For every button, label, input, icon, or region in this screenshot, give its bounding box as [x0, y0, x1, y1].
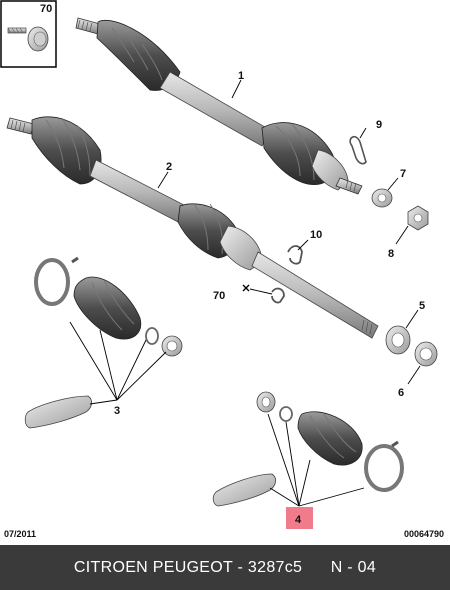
clamp-ring-small: [145, 327, 159, 345]
clamp-band-large-4: [364, 444, 404, 492]
boot-body: [73, 276, 142, 340]
seal-part-5: [385, 309, 419, 355]
callout-3: 3: [114, 405, 120, 417]
callout-5: 5: [419, 300, 425, 312]
lower-driveshaft: [6, 116, 379, 339]
clip-part-10: [287, 239, 309, 265]
grease-sachet-4: [212, 473, 276, 507]
boot-kit-part-4: [212, 391, 404, 507]
washer-part-7: [371, 177, 399, 208]
clamp-ring-small-4: [279, 406, 293, 422]
callout-2: 2: [166, 161, 172, 173]
reference-code: 00064790: [403, 529, 444, 539]
boot-body-4: [297, 411, 363, 466]
callout-70-inset: 70: [40, 3, 52, 15]
circlip-part-9: [349, 127, 367, 165]
grease-sachet: [24, 395, 92, 429]
upper-driveshaft: [75, 17, 363, 195]
highlight-box-part-4: [286, 507, 313, 529]
clamp-band-large: [34, 258, 70, 306]
callout-10: 10: [310, 229, 322, 241]
exploded-parts-diagram: 70 1 2 9: [0, 0, 438, 529]
callout-70-body: 70: [213, 290, 225, 302]
footer-bar: CITROEN PEUGEOT - 3287c5 N - 04: [0, 545, 450, 590]
ring-part-6: [407, 341, 438, 385]
callout-4: 4: [295, 514, 302, 526]
inset-box-bolt: 70: [0, 0, 57, 68]
bolt-icon: [7, 26, 49, 52]
boot-kit-part-3: [24, 256, 183, 429]
date-code: 07/2011: [4, 529, 37, 539]
footer-caption: CITROEN PEUGEOT - 3287c5 N - 04: [73, 558, 377, 576]
callout-1: 1: [238, 70, 244, 82]
bolt-part-70: [242, 284, 285, 304]
callout-6: 6: [398, 387, 404, 399]
callout-7: 7: [400, 168, 406, 180]
callout-9: 9: [376, 119, 382, 131]
hub-nut-part-8: [395, 205, 429, 245]
callout-8: 8: [388, 248, 394, 260]
